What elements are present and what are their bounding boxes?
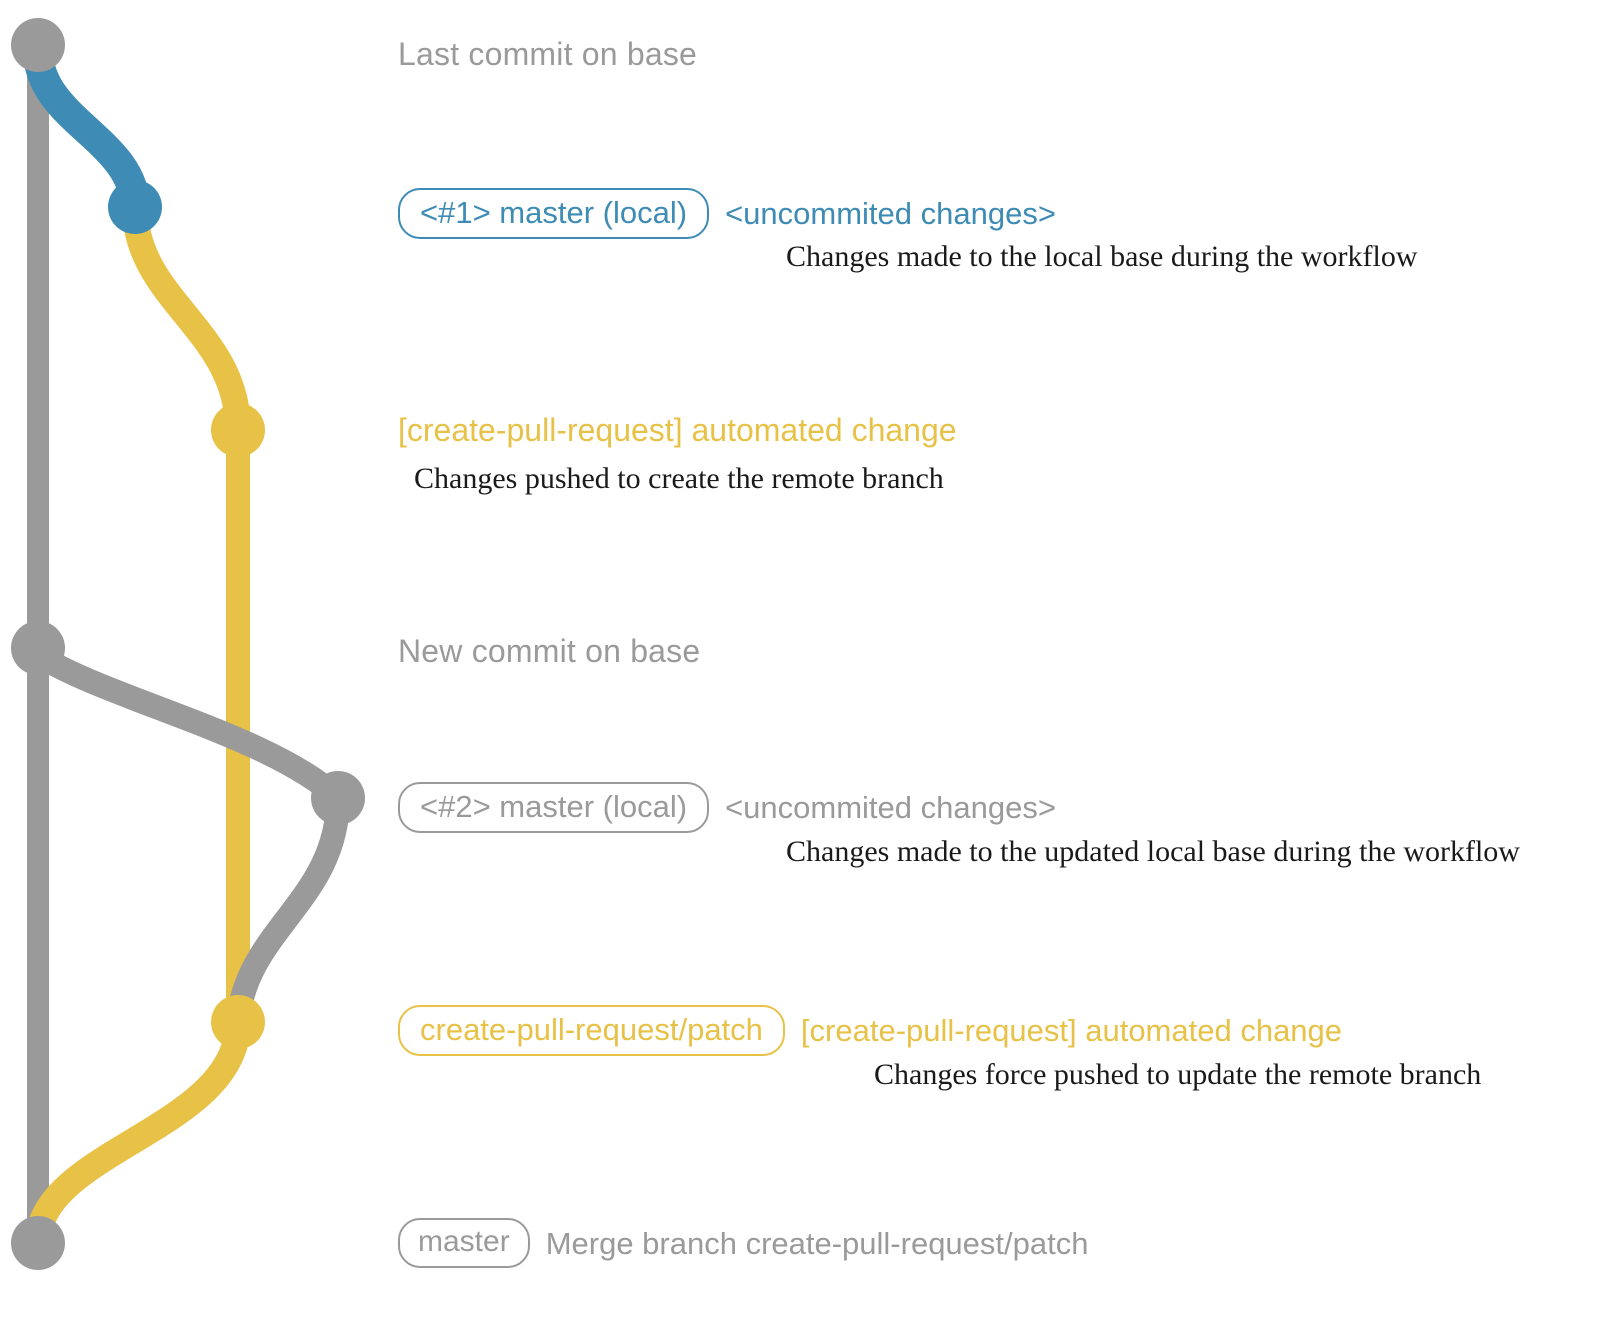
commit-message-remote-1: [create-pull-request] automated change xyxy=(398,412,957,448)
commit-message-remote-2: [create-pull-request] automated change xyxy=(800,1013,1343,1048)
branch-chip-local-2[interactable]: <#2> master (local) xyxy=(398,782,710,833)
row-merge: master Merge branch create-pull-request/… xyxy=(398,1218,1088,1268)
commit-message-local-2: <uncommited changes> xyxy=(725,790,1056,825)
commit-node-base-second[interactable] xyxy=(11,621,65,675)
edge-base-to-local-1 xyxy=(23,35,150,222)
graph-nodes xyxy=(11,18,365,1270)
row-local-2: <#2> master (local) <uncommited changes> xyxy=(398,782,1056,833)
commit-node-local-1[interactable] xyxy=(108,180,162,234)
commit-description-remote-2: Changes force pushed to update the remot… xyxy=(874,1058,1482,1091)
commit-node-merge[interactable] xyxy=(11,1216,65,1270)
edge-base-second-to-local-2 xyxy=(26,643,350,810)
commit-description-remote-1: Changes pushed to create the remote bran… xyxy=(414,462,944,495)
row-remote-2: create-pull-request/patch [create-pull-r… xyxy=(398,1005,1342,1056)
graph-edges xyxy=(23,34,350,1256)
row-local-1: <#1> master (local) <uncommited changes> xyxy=(398,188,1056,239)
commit-node-base-first[interactable] xyxy=(11,18,65,72)
commit-message-local-1: <uncommited changes> xyxy=(725,196,1056,231)
commit-node-remote-1[interactable] xyxy=(211,403,265,457)
commit-node-local-2[interactable] xyxy=(311,771,365,825)
commit-message-merge: Merge branch create-pull-request/patch xyxy=(545,1225,1089,1261)
edge-local-1-to-remote-1 xyxy=(122,194,251,443)
edge-local-2-to-remote-2 xyxy=(226,786,350,1034)
section-title-last-commit: Last commit on base xyxy=(398,36,698,72)
section-title-new-commit: New commit on base xyxy=(398,633,701,669)
branch-chip-master[interactable]: master xyxy=(398,1218,530,1268)
branch-chip-local-1[interactable]: <#1> master (local) xyxy=(398,188,710,239)
commit-node-remote-2[interactable] xyxy=(211,995,265,1049)
edge-remote-2-to-merge xyxy=(25,1009,251,1256)
branch-chip-remote-2[interactable]: create-pull-request/patch xyxy=(398,1005,785,1056)
commit-description-local-1: Changes made to the local base during th… xyxy=(786,240,1418,273)
commit-description-local-2: Changes made to the updated local base d… xyxy=(786,835,1520,868)
